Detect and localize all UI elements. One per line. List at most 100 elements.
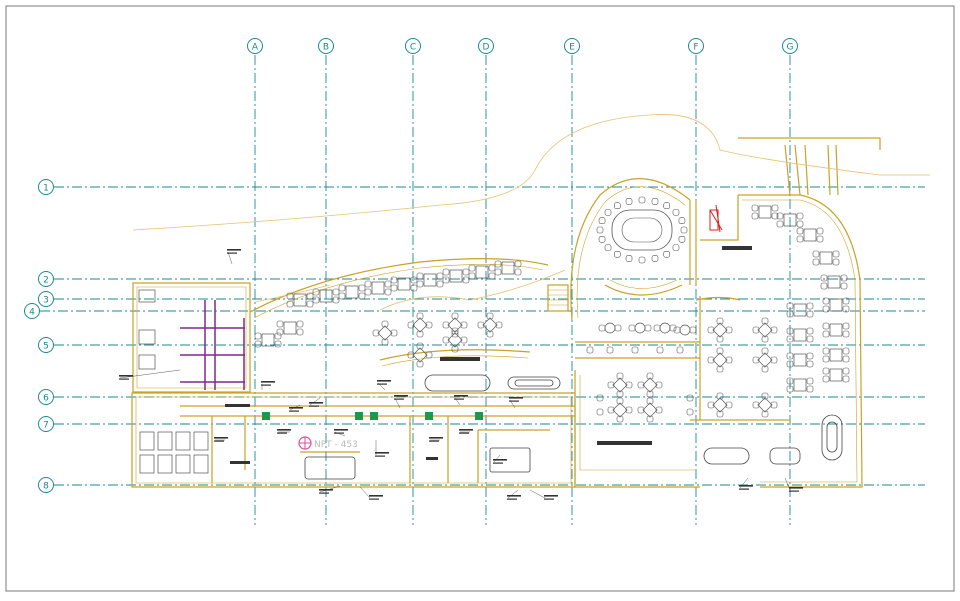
chair — [616, 397, 624, 405]
chair — [596, 226, 604, 234]
chair — [607, 406, 615, 414]
chair — [614, 202, 621, 210]
duct-markers — [262, 412, 483, 420]
chair — [786, 302, 794, 310]
note-mark — [454, 395, 468, 397]
chair — [686, 394, 694, 402]
chair — [725, 326, 733, 334]
chair — [637, 406, 645, 414]
chair — [676, 346, 684, 354]
chair — [770, 356, 778, 364]
chair — [451, 327, 459, 335]
grid-bubble-b — [318, 38, 334, 54]
chair — [390, 284, 398, 292]
chair — [274, 340, 282, 348]
chair — [644, 324, 652, 332]
chair — [425, 351, 433, 359]
chair — [716, 365, 724, 373]
chair — [761, 365, 769, 373]
note-mark — [369, 498, 379, 500]
equipment-bars — [225, 246, 752, 464]
grid-bubble-c — [405, 38, 421, 54]
grid-label-1: 1 — [43, 183, 49, 193]
grid-label-3: 3 — [43, 295, 49, 305]
chair — [625, 198, 633, 205]
grid-bubble-2 — [38, 271, 54, 287]
chair — [840, 282, 848, 290]
grid-label-d: D — [483, 43, 490, 53]
chair — [707, 356, 715, 364]
chair — [494, 268, 502, 276]
chair — [812, 250, 820, 258]
chair — [761, 392, 769, 400]
site-outline — [132, 114, 930, 311]
chair — [707, 401, 715, 409]
chair — [606, 346, 614, 354]
note-mark — [334, 429, 348, 431]
table — [757, 322, 773, 338]
chair — [663, 202, 670, 210]
oval-table — [611, 209, 673, 251]
oval-table-inner — [621, 217, 663, 243]
chair — [716, 392, 724, 400]
chair — [451, 312, 459, 320]
grid-bubble-6 — [38, 389, 54, 405]
chair — [286, 300, 294, 308]
chair — [358, 292, 366, 300]
chair — [646, 415, 654, 423]
leader-line — [507, 489, 519, 499]
chair — [488, 272, 496, 280]
chair — [486, 330, 494, 338]
chair — [494, 260, 502, 268]
chair — [646, 372, 654, 380]
chair — [416, 360, 424, 368]
chair — [842, 322, 850, 330]
left-wing-wall — [132, 282, 251, 393]
note-mark — [334, 432, 344, 434]
note-mark — [319, 489, 333, 491]
note-mark — [319, 492, 329, 494]
grid-bubble-7 — [38, 416, 54, 432]
grid-label-a: A — [252, 43, 259, 53]
grid-label-b: B — [323, 43, 329, 53]
note-mark — [214, 440, 224, 442]
table — [758, 205, 772, 219]
table — [283, 321, 297, 335]
chair — [751, 204, 759, 212]
chair — [628, 324, 636, 332]
table — [829, 348, 843, 362]
chair — [276, 320, 284, 328]
chair — [416, 280, 424, 288]
chair — [673, 326, 681, 334]
chair — [796, 212, 804, 220]
chair — [614, 250, 621, 258]
note-mark — [429, 440, 439, 442]
chair — [596, 408, 604, 416]
chair — [716, 335, 724, 343]
table — [793, 303, 807, 317]
chair — [462, 268, 470, 276]
table — [475, 265, 489, 279]
chair — [822, 297, 830, 305]
chair — [806, 335, 814, 343]
chair — [638, 256, 646, 264]
chair — [651, 255, 659, 262]
chair — [656, 346, 664, 354]
note-mark — [789, 490, 799, 492]
table — [712, 352, 728, 368]
chair — [820, 274, 828, 282]
chair — [686, 408, 694, 416]
chair — [672, 209, 680, 216]
chair — [786, 377, 794, 385]
chair — [607, 381, 615, 389]
grid-label-6: 6 — [43, 393, 49, 403]
annotation-tags — [119, 249, 803, 500]
chair — [407, 321, 415, 329]
chair — [822, 367, 830, 375]
chair — [820, 282, 828, 290]
chair — [372, 329, 380, 337]
chair — [451, 330, 459, 338]
grid-label-e: E — [569, 43, 575, 53]
